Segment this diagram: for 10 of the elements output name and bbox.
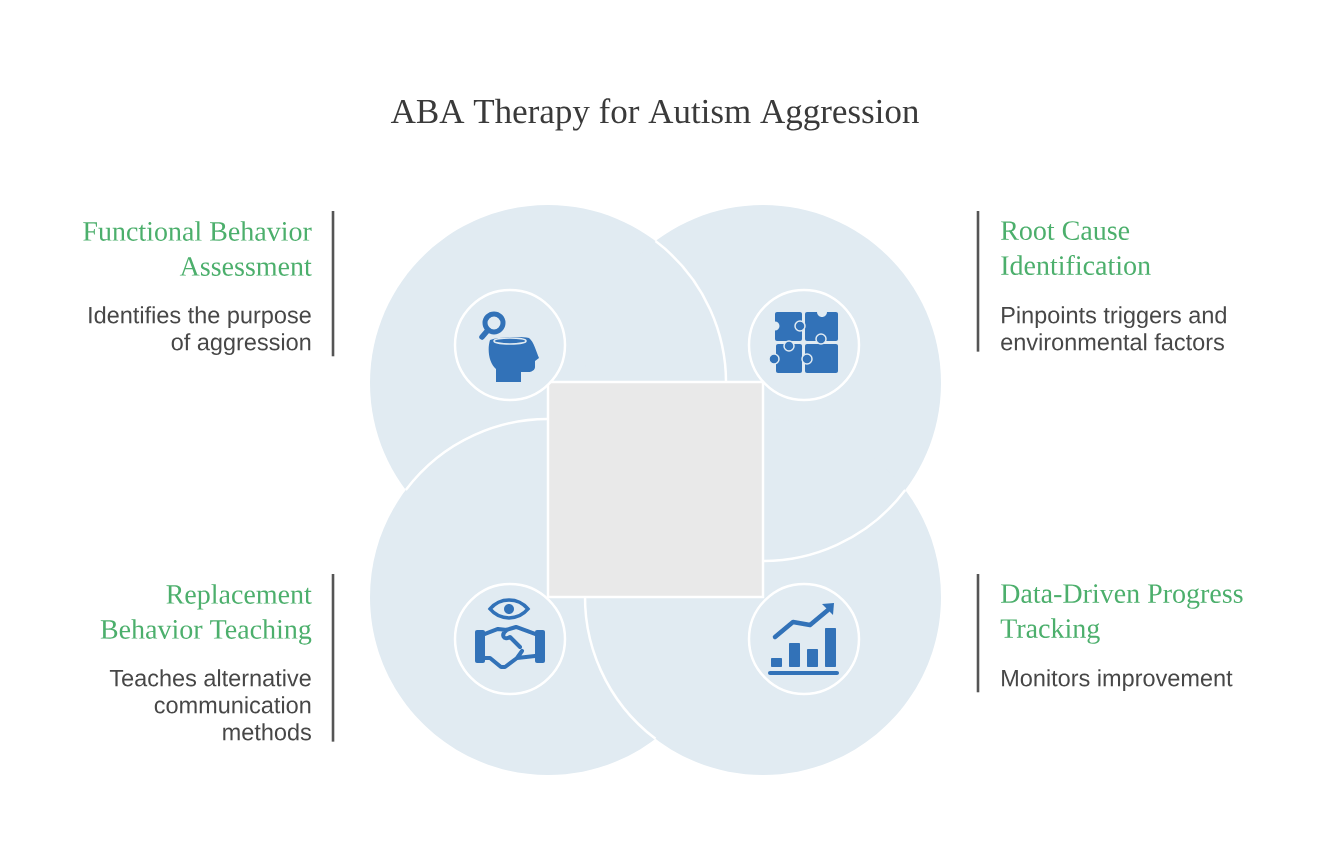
step-description: Identifies the purpose of aggression [89,306,311,356]
step-heading: Root Cause Identification [1001,221,1151,275]
step-description: Pinpoints triggers and environmental factors [1001,306,1226,351]
step-heading: Functional Behavior Assessment [83,221,312,276]
step-description: Monitors improvement [1002,669,1233,692]
step-heading: Replacement Behavior Teaching [100,584,312,645]
step-description: Teaches alternative communication methods [109,669,311,741]
step-heading: Data-Driven Progress Tracking [1000,584,1243,644]
title: ABA Therapy for Autism Aggression [390,98,919,131]
center-square [546,380,765,599]
